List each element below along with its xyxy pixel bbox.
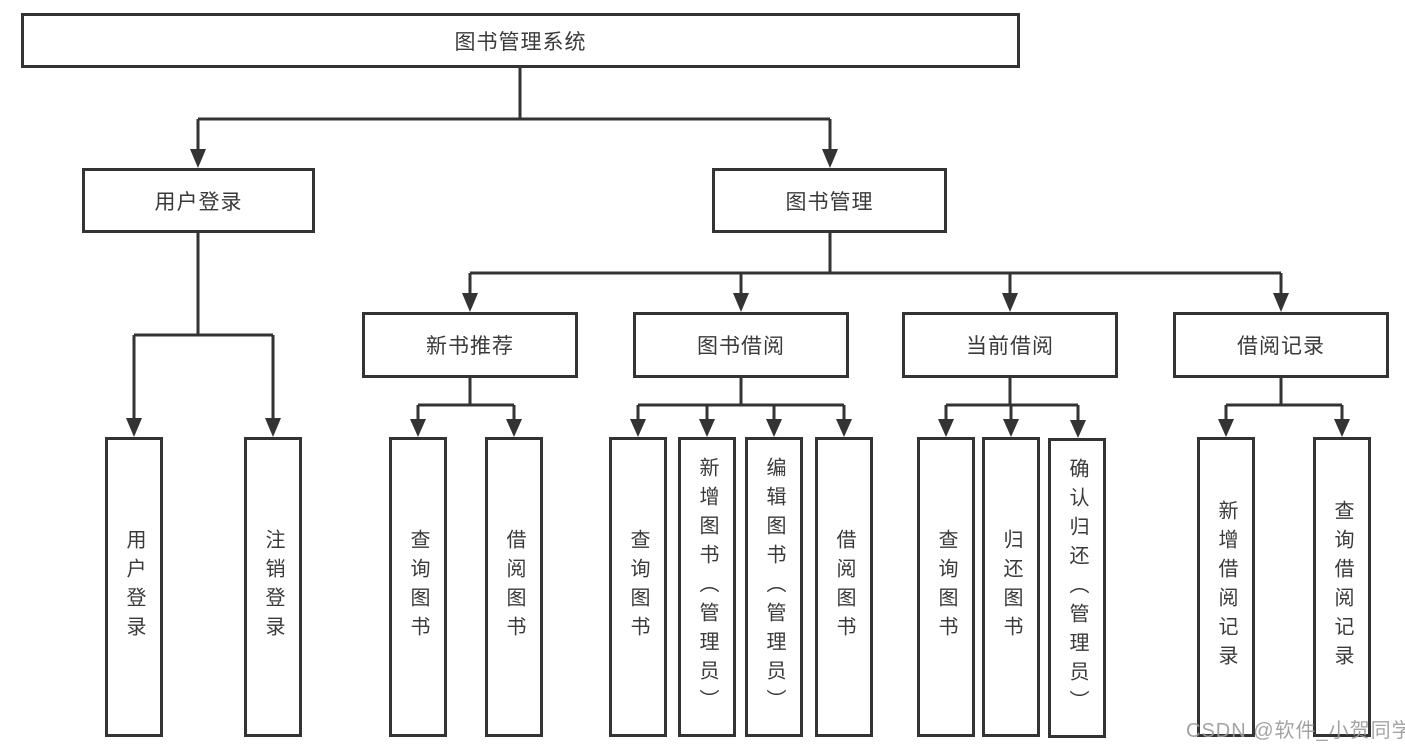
- node-label: 查询借阅记录: [1331, 500, 1353, 674]
- node-book-management: 图书管理: [712, 168, 947, 233]
- edge-user-login-to-leaves: [126, 233, 281, 437]
- arrowhead: [699, 419, 715, 437]
- arrowhead: [410, 419, 426, 437]
- node-label: 用户登录: [123, 529, 145, 645]
- node-label: 确认归还（管理员）: [1066, 457, 1088, 719]
- edge-new-book-to-leaves: [410, 378, 522, 437]
- node-book-borrow: 图书借阅: [633, 312, 849, 378]
- node-label: 当前借阅: [966, 335, 1054, 358]
- arrowhead: [766, 419, 782, 437]
- edge-book-management-to-level3: [462, 233, 1289, 312]
- node-label: 图书管理系统: [454, 30, 587, 54]
- leaf-borrow-book-recommend: 借阅图书: [485, 437, 543, 737]
- leaf-query-book-borrow: 查询图书: [609, 437, 667, 737]
- leaf-return-book: 归还图书: [982, 437, 1040, 737]
- arrowhead: [462, 293, 478, 312]
- leaf-query-borrow-record: 查询借阅记录: [1313, 437, 1371, 737]
- arrowhead: [1070, 420, 1086, 438]
- node-label: 归还图书: [1000, 529, 1022, 645]
- arrowhead: [506, 419, 522, 437]
- leaf-query-book-current: 查询图书: [917, 437, 975, 737]
- arrowhead: [1003, 419, 1019, 437]
- node-user-login: 用户登录: [82, 168, 315, 233]
- node-label: 查询图书: [407, 529, 429, 645]
- leaf-add-book-admin: 新增图书（管理员）: [678, 437, 736, 737]
- node-label: 图书借阅: [697, 335, 785, 358]
- node-label: 图书管理: [785, 190, 874, 214]
- node-label: 编辑图书（管理员）: [763, 456, 785, 718]
- arrowhead: [630, 419, 646, 437]
- node-label: 借阅记录: [1237, 335, 1325, 358]
- arrowhead: [938, 419, 954, 437]
- arrowhead: [190, 149, 206, 168]
- arrowhead: [126, 418, 142, 437]
- node-label: 借阅图书: [503, 529, 525, 645]
- arrowhead: [822, 149, 838, 168]
- edge-root-to-level2: [190, 68, 838, 168]
- node-label: 新增图书（管理员）: [696, 456, 718, 718]
- node-label: 借阅图书: [833, 529, 855, 645]
- node-label: 新书推荐: [426, 335, 514, 358]
- edge-book-borrow-to-leaves: [630, 378, 852, 437]
- node-label: 查询图书: [935, 529, 957, 645]
- arrowhead: [265, 418, 281, 437]
- node-borrow-record: 借阅记录: [1173, 312, 1389, 378]
- edge-borrow-record-to-leaves: [1218, 378, 1350, 437]
- node-current-borrow: 当前借阅: [902, 312, 1118, 378]
- node-label: 注销登录: [262, 529, 284, 645]
- leaf-edit-book-admin: 编辑图书（管理员）: [745, 437, 803, 737]
- arrowhead: [1002, 293, 1018, 312]
- leaf-user-login: 用户登录: [105, 437, 163, 737]
- node-root-system: 图书管理系统: [21, 13, 1020, 68]
- arrowhead: [1334, 419, 1350, 437]
- node-label: 用户登录: [154, 190, 243, 214]
- leaf-confirm-return-admin: 确认归还（管理员）: [1048, 438, 1106, 738]
- leaf-query-book-recommend: 查询图书: [389, 437, 447, 737]
- arrowhead: [733, 293, 749, 312]
- arrowhead: [836, 419, 852, 437]
- arrowhead: [1218, 419, 1234, 437]
- leaf-add-borrow-record: 新增借阅记录: [1197, 437, 1255, 737]
- csdn-watermark: CSDN @软件_小贺同学: [1186, 720, 1405, 742]
- leaf-logout: 注销登录: [244, 437, 302, 737]
- leaf-borrow-book: 借阅图书: [815, 437, 873, 737]
- node-label: 查询图书: [627, 529, 649, 645]
- node-new-book-recommend: 新书推荐: [362, 312, 578, 378]
- node-label: 新增借阅记录: [1215, 500, 1237, 674]
- edge-current-borrow-to-leaves: [938, 378, 1086, 438]
- arrowhead: [1273, 293, 1289, 312]
